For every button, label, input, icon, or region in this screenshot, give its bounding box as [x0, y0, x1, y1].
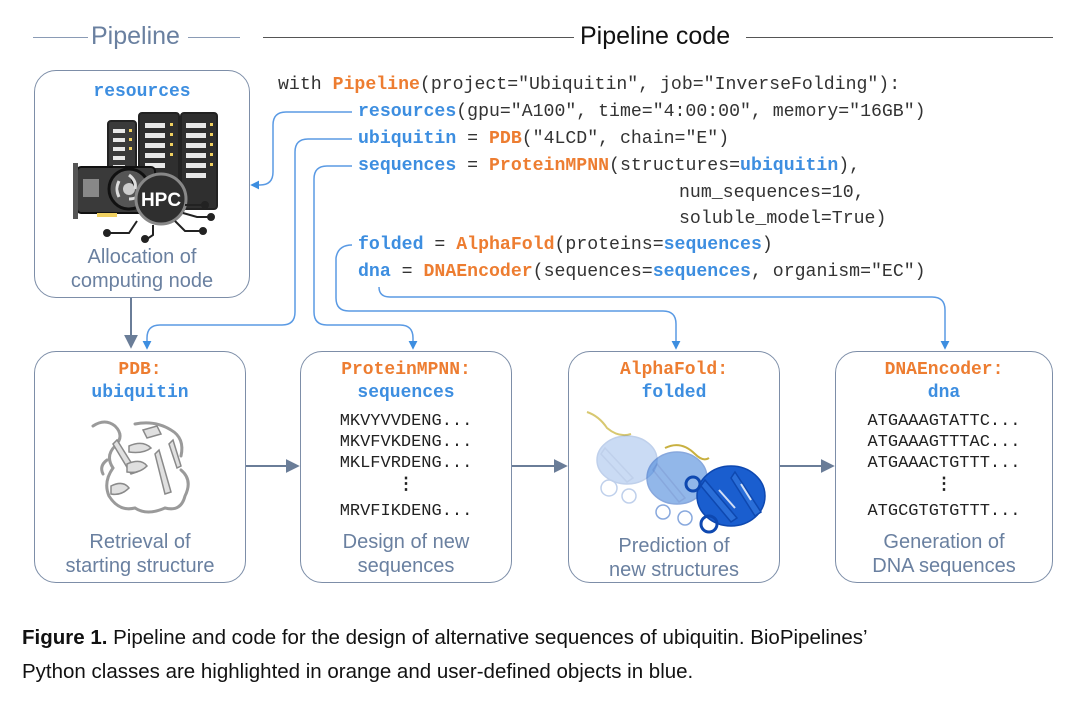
code-args: (structures=	[609, 156, 741, 176]
code-args: (gpu="A100", time="4:00:00", memory="16G…	[456, 102, 926, 122]
code-line-3: ubiquitin = PDB("4LCD", chain="E")	[358, 127, 729, 151]
pdb-object-label: ubiquitin	[91, 383, 189, 403]
resources-caption-line1: Allocation of	[87, 246, 197, 268]
connector-dna	[378, 286, 950, 350]
dna-sequence-row: ATGAAAGTTTAC...	[867, 433, 1021, 452]
sequence-row: MKVFVKDENG...	[339, 433, 473, 452]
code-ref-sequences: sequences	[652, 262, 751, 282]
connector-resources	[250, 111, 352, 190]
connector-ubiquitin	[142, 138, 352, 350]
dna-sequence-row: ATGCGTGTGTTT...	[867, 502, 1021, 521]
code-object-folded: folded	[358, 235, 424, 255]
code-object-sequences: sequences	[358, 156, 457, 176]
dnaencoder-caption-line1: Generation of	[883, 531, 1005, 553]
code-line-2: resources(gpu="A100", time="4:00:00", me…	[358, 100, 926, 124]
pipeline-header: Pipeline	[91, 22, 180, 50]
code-eq: =	[390, 262, 424, 282]
alphafold-caption-line1: Prediction of	[618, 535, 730, 557]
hpc-server-icon: HPC	[73, 112, 218, 243]
dnaencoder-object-label: dna	[927, 383, 961, 403]
alphafold-caption-line2: new structures	[608, 559, 740, 581]
proteinmpnn-box: ProteinMPNN: sequences MKVYVVDENG... MKV…	[300, 351, 512, 583]
resources-caption-line2: computing node	[70, 270, 214, 292]
figure-caption-text: Pipeline and code for the design of alte…	[107, 626, 868, 649]
code-args: (sequences=	[532, 262, 653, 282]
pdb-caption-line1: Retrieval of	[89, 531, 191, 553]
alphafold-box: AlphaFold: folded Prediction of new stru	[568, 351, 780, 583]
vertical-ellipsis: ⋮	[935, 476, 953, 495]
code-keyword-with: with	[278, 75, 333, 95]
sequence-row: MKVYVVDENG...	[339, 412, 473, 431]
code-args: num_sequences=10,	[679, 183, 865, 203]
pdb-caption-line2: starting structure	[65, 555, 215, 577]
proteinmpnn-class-label: ProteinMPNN:	[341, 360, 471, 380]
figure-caption-line2: Python classes are highlighted in orange…	[22, 660, 694, 683]
alphafold-object-label: folded	[641, 383, 707, 403]
code-args: , organism="EC")	[750, 262, 926, 282]
code-line-5: num_sequences=10,	[679, 181, 865, 205]
code-object-dna: dna	[358, 262, 391, 282]
dnaencoder-box: DNAEncoder: dna ATGAAAGTATTC... ATGAAAGT…	[835, 351, 1053, 583]
code-ref-sequences: sequences	[663, 235, 762, 255]
code-ref-ubiquitin: ubiquitin	[740, 156, 839, 176]
code-line-8: dna = DNAEncoder(sequences=sequences, or…	[358, 260, 926, 284]
connector-folded	[335, 244, 681, 350]
pdb-box: PDB: ubiquitin Retrieval of starting str…	[34, 351, 246, 583]
code-line-1: with Pipeline(project="Ubiquitin", job="…	[278, 73, 900, 97]
pdb-class-label: PDB:	[118, 360, 162, 380]
pipeline-code-header: Pipeline code	[580, 22, 731, 50]
protein-structure-icon	[91, 420, 190, 514]
code-class-pdb: PDB	[488, 129, 522, 149]
code-eq: =	[423, 235, 457, 255]
vertical-ellipsis: ⋮	[397, 476, 415, 495]
code-args: (project="Ubiquitin", job="InverseFoldin…	[419, 75, 901, 95]
header-right-line-a	[263, 37, 574, 38]
code-args: )	[761, 235, 773, 255]
code-class-dnaencoder: DNAEncoder	[423, 262, 533, 282]
dna-sequence-row: ATGAAACTGTTT...	[867, 454, 1021, 473]
alphafold-class-label: AlphaFold:	[619, 360, 729, 380]
code-class-alphafold: AlphaFold	[456, 235, 555, 255]
sequence-row: MKLFVRDENG...	[339, 454, 473, 473]
folded-proteins-icon	[586, 411, 766, 534]
code-args: ),	[838, 156, 861, 176]
sequence-row: MRVFIKDENG...	[339, 502, 473, 521]
code-eq: =	[456, 156, 489, 176]
dnaencoder-class-label: DNAEncoder:	[884, 360, 1004, 380]
code-object-ubiquitin: ubiquitin	[358, 129, 457, 149]
dnaencoder-caption-line2: DNA sequences	[872, 555, 1016, 577]
proteinmpnn-caption-line1: Design of new	[342, 531, 470, 553]
proteinmpnn-object-label: sequences	[357, 383, 455, 403]
header-left-line-a	[33, 37, 88, 38]
code-line-7: folded = AlphaFold(proteins=sequences)	[358, 233, 773, 257]
figure-label: Figure 1.	[22, 626, 108, 649]
code-eq: =	[456, 129, 489, 149]
proteinmpnn-caption-line2: sequences	[357, 555, 455, 577]
code-args: (proteins=	[554, 235, 664, 255]
code-line-6: soluble_model=True)	[679, 207, 886, 231]
header-right-line-b	[746, 37, 1053, 38]
header-left-line-b	[188, 37, 240, 38]
code-class-proteinmpnn: ProteinMPNN	[488, 156, 610, 176]
code-object-resources: resources	[358, 102, 457, 122]
code-line-4: sequences = ProteinMPNN(structures=ubiqu…	[358, 154, 860, 178]
code-args: ("4LCD", chain="E")	[521, 129, 730, 149]
code-args: soluble_model=True)	[679, 209, 887, 229]
dna-sequence-row: ATGAAAGTATTC...	[867, 412, 1021, 431]
resources-box: resources HPC	[34, 70, 250, 298]
figure-caption-line1: Figure 1. Pipeline and code for the desi…	[22, 622, 1062, 654]
svg-text:HPC: HPC	[141, 190, 181, 211]
resources-title: resources	[93, 82, 191, 102]
code-class-pipeline: Pipeline	[332, 75, 420, 95]
connector-sequences	[313, 165, 418, 350]
